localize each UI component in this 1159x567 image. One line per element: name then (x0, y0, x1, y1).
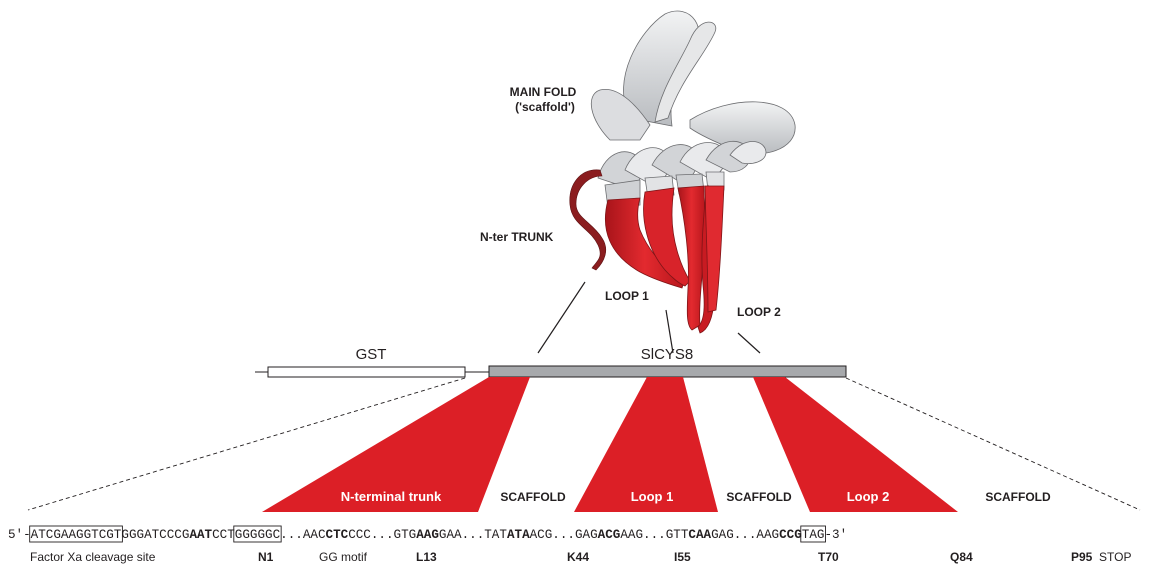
scaffold-note-label: ('scaffold') (515, 100, 575, 114)
loop1-segment-label: Loop 1 (631, 489, 674, 504)
sequence-part: GGGATCCCG (121, 528, 189, 542)
k44-annotation: K44 (567, 550, 589, 564)
loop-strands (605, 186, 724, 333)
sequence-part: GAG...AAG (711, 528, 779, 542)
loop1-structure-label: LOOP 1 (605, 289, 649, 303)
sequence-suffix: -3' (824, 528, 847, 542)
slcys8-bar (489, 366, 846, 377)
t70-annotation: T70 (818, 550, 839, 564)
construct-bars (255, 366, 846, 377)
sequence-part: CAA (688, 528, 711, 542)
nter-trunk-label: N-ter TRUNK (480, 230, 554, 244)
sequence-part: ACG...GAG (530, 528, 598, 542)
n1-annotation: N1 (258, 550, 274, 564)
sequence-prefix: 5'- (8, 528, 31, 542)
sequence-part: CCG (779, 528, 802, 542)
strand-5 (705, 186, 724, 312)
scaffold-label-3: SCAFFOLD (985, 490, 1051, 504)
scaffold-label-2: SCAFFOLD (726, 490, 792, 504)
sequence-part: AAT (189, 528, 212, 542)
sequence-part: AAG (416, 528, 439, 542)
loop2-structure-label: LOOP 2 (737, 305, 781, 319)
p95-annotation: P95 (1071, 550, 1093, 564)
sequence-part: GGGGGC (235, 528, 281, 542)
sequence-part: ATA (507, 528, 530, 542)
sequence-part: ...AAC (280, 528, 326, 542)
sequence-part: CTC (326, 528, 349, 542)
i55-annotation: I55 (674, 550, 691, 564)
sequence-part: TAG (802, 528, 825, 542)
expansion-dashes (28, 378, 1140, 510)
gg-motif-annotation: GG motif (319, 550, 368, 564)
q84-annotation: Q84 (950, 550, 973, 564)
sequence-part: GAA...TAT (439, 528, 507, 542)
sequence-part: AAG...GTT (620, 528, 688, 542)
sequence-part: ACG (598, 528, 621, 542)
sequence-part: CCT (212, 528, 235, 542)
scaffold-label-1: SCAFFOLD (500, 490, 566, 504)
protein-structure (570, 11, 795, 333)
gst-label: GST (356, 346, 387, 363)
slcys8-label: SlCYS8 (641, 346, 694, 363)
main-fold-label: MAIN FOLD (510, 85, 577, 99)
sequence-part: ATCGAAGGTCGT (31, 528, 122, 542)
gst-bar (268, 367, 465, 377)
l13-annotation: L13 (416, 550, 437, 564)
stop-annotation: STOP (1099, 550, 1131, 564)
loop2-segment-label: Loop 2 (847, 489, 890, 504)
factor-xa-annotation: Factor Xa cleavage site (30, 550, 156, 564)
nterminal-segment-label: N-terminal trunk (341, 489, 442, 504)
sequence-part: CCC...GTG (348, 528, 416, 542)
structure-connectors (538, 282, 760, 353)
strand-3 (678, 186, 705, 330)
nter-trunk-ribbon (570, 170, 606, 270)
